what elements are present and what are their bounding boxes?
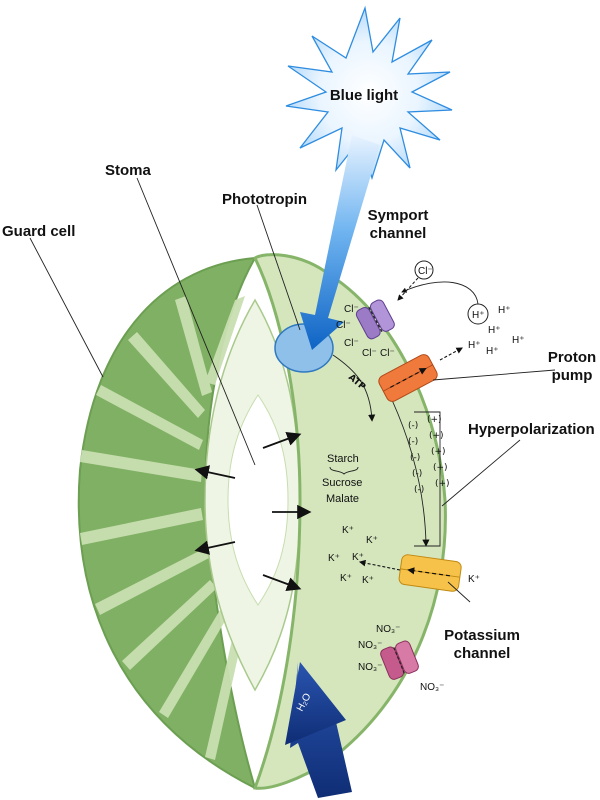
nitrate-ions: NO₃⁻ NO₃⁻ NO₃⁻ NO₃⁻ (358, 624, 444, 693)
svg-text:Cl⁻: Cl⁻ (344, 338, 359, 349)
hyperpolarization-arrow (391, 399, 430, 547)
proton-pump (378, 354, 438, 402)
potassium-label-line2: channel (454, 645, 511, 662)
arrow-left-1 (194, 465, 236, 480)
sucrose-label: Sucrose (322, 477, 362, 489)
hyperpolarization-label: Hyperpolarization (468, 421, 595, 438)
stoma-label: Stoma (105, 162, 152, 179)
proton-label-line2: pump (552, 367, 593, 384)
svg-text:H⁺: H⁺ (498, 305, 511, 316)
svg-text:Cl⁻: Cl⁻ (362, 348, 377, 359)
arrow-right-3 (262, 574, 302, 591)
svg-text:(-): (-) (412, 469, 422, 479)
pore-swelling-arrows (194, 432, 312, 591)
potassium-ions: K⁺ K⁺ K⁺ K⁺ K⁺ K⁺ K⁺ (328, 525, 480, 586)
svg-text:H⁺: H⁺ (512, 335, 525, 346)
proton-label-line1: Proton (548, 349, 596, 366)
guard-cell-leader (29, 237, 104, 378)
starch-label: Starch (327, 453, 359, 465)
blue-light-starburst: Blue light (285, 5, 453, 181)
svg-text:(+): (+) (433, 463, 448, 473)
nitrate-channel (380, 640, 419, 680)
blue-light-beam (300, 135, 380, 350)
svg-text:H⁺: H⁺ (488, 325, 501, 336)
left-guard-cell (77, 256, 257, 790)
svg-text:K⁺: K⁺ (340, 573, 352, 584)
arrow-right-1 (262, 432, 302, 449)
svg-text:NO₃⁻: NO₃⁻ (358, 640, 382, 651)
svg-text:H⁺: H⁺ (486, 346, 499, 357)
svg-text:K⁺: K⁺ (328, 553, 340, 564)
phototropin-label: Phototropin (222, 191, 307, 208)
svg-text:K⁺: K⁺ (366, 535, 378, 546)
proton-export-arrow (439, 347, 463, 361)
svg-text:Cl⁻: Cl⁻ (380, 348, 395, 359)
guard-cell-wall-stripes (80, 296, 245, 760)
guard-cell-label: Guard cell (2, 223, 75, 240)
proton-cotransport-arrow (401, 281, 479, 305)
potassium-channel (398, 554, 462, 592)
symport-channel (355, 299, 395, 340)
chloride-outside-circle (414, 260, 434, 280)
phototropin-leader (256, 204, 301, 331)
potassium-import-arrow (358, 559, 401, 571)
hyperpolarization-leader (441, 439, 521, 507)
svg-text:NO₃⁻: NO₃⁻ (420, 682, 444, 693)
membrane-charges: (-) (-) (-) (-) (-) (+) (+) (+) (+) (+) (408, 415, 450, 495)
stoma-leader (136, 177, 256, 466)
svg-text:(-): (-) (408, 421, 418, 431)
svg-text:(-): (-) (408, 437, 418, 447)
svg-text:(+): (+) (427, 415, 442, 425)
symport-label-line2: channel (370, 225, 427, 242)
svg-text:NO₃⁻: NO₃⁻ (376, 624, 400, 635)
proton-pump-leader (432, 369, 556, 381)
svg-text:(+): (+) (431, 447, 446, 457)
svg-text:Cl⁻: Cl⁻ (336, 320, 351, 331)
arrow-left-2 (194, 540, 236, 555)
potassium-channel-leader (447, 581, 471, 603)
svg-text:Cl⁻: Cl⁻ (344, 304, 359, 315)
svg-text:K⁺: K⁺ (468, 574, 480, 585)
proton-ions: H⁺ H⁺ H⁺ H⁺ H⁺ (468, 305, 525, 357)
hyperpolarization-bracket (414, 411, 441, 547)
potassium-label-line1: Potassium (444, 627, 520, 644)
stoma-pore (204, 298, 301, 692)
svg-text:H⁺: H⁺ (472, 310, 485, 321)
svg-text:(+): (+) (435, 479, 450, 489)
blue-light-label: Blue light (330, 87, 398, 104)
chloride-ions: Cl⁻ Cl⁻ Cl⁻ Cl⁻ Cl⁻ (336, 304, 395, 359)
svg-text:(-): (-) (410, 453, 420, 463)
svg-text:K⁺: K⁺ (342, 525, 354, 536)
metabolites: Starch Sucrose Malate (322, 453, 362, 505)
malate-label: Malate (326, 493, 359, 505)
svg-text:Cl⁻: Cl⁻ (418, 266, 433, 277)
svg-text:H⁺: H⁺ (468, 340, 481, 351)
symport-label-line1: Symport (368, 207, 429, 224)
svg-text:K⁺: K⁺ (352, 552, 364, 563)
atp-arrow (332, 354, 376, 422)
svg-text:(-): (-) (414, 485, 424, 495)
svg-text:NO₃⁻: NO₃⁻ (358, 662, 382, 673)
water-influx-arrow: H₂O (285, 662, 352, 798)
svg-text:K⁺: K⁺ (362, 575, 374, 586)
svg-text:(+): (+) (429, 431, 444, 441)
